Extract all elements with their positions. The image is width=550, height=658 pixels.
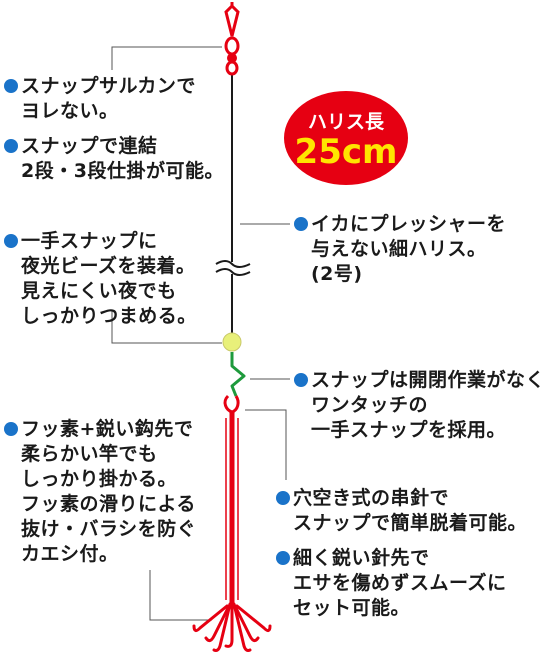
bullet-icon: [4, 422, 18, 436]
bullet-icon: [4, 234, 18, 248]
harisu-length-badge: [284, 91, 408, 185]
bullet-icon: [4, 139, 18, 153]
bullet-icon: [294, 217, 308, 231]
badge-value: 25cm: [294, 132, 398, 172]
note-snap-multi-stage: スナップで連結 2段・3段仕掛が可能。: [4, 134, 224, 184]
snap-swivel: [224, 2, 240, 76]
one-touch-snap: [230, 352, 246, 397]
hook-cluster: [192, 602, 272, 652]
note-glow-bead: 一手スナップに 夜光ビーズを装着。 見えにくい夜でも しっかりつまめる。: [4, 229, 197, 329]
callout-line-hook: [149, 570, 212, 621]
note-fluorine-hook: フッ素+鋭い鈎先で 柔らかい竿でも しっかり掛かる。 フッ素の滑りによる 抜け・…: [4, 417, 196, 567]
badge-title: ハリス長: [307, 111, 384, 133]
bullet-icon: [276, 491, 290, 505]
glow-bead: [222, 332, 242, 352]
callout-line-bead: [111, 310, 222, 344]
line-break-mark: [215, 260, 251, 276]
callout-line-jig: [245, 409, 287, 480]
note-swivel-no-twist: スナップサルカンで ヨレない。: [4, 74, 196, 124]
bullet-icon: [4, 79, 18, 93]
bullet-icon: [294, 373, 308, 387]
note-one-touch-snap: スナップは開閉作業がなく ワンタッチの 一手スナップを採用。: [294, 368, 545, 443]
note-skewer-jig: 穴空き式の串針で スナップで簡単脱着可能。: [276, 486, 527, 536]
note-sharp-point: 細く鋭い針先で エサを傷めずスムーズに セット可能。: [276, 546, 507, 621]
skewer-jig: [223, 394, 240, 604]
bullet-icon: [276, 551, 290, 565]
callout-line-swivel: [111, 46, 222, 70]
note-thin-leader: イカにプレッシャーを 与えない細ハリス。 (2号): [294, 212, 506, 287]
callout-lines: [111, 46, 290, 621]
